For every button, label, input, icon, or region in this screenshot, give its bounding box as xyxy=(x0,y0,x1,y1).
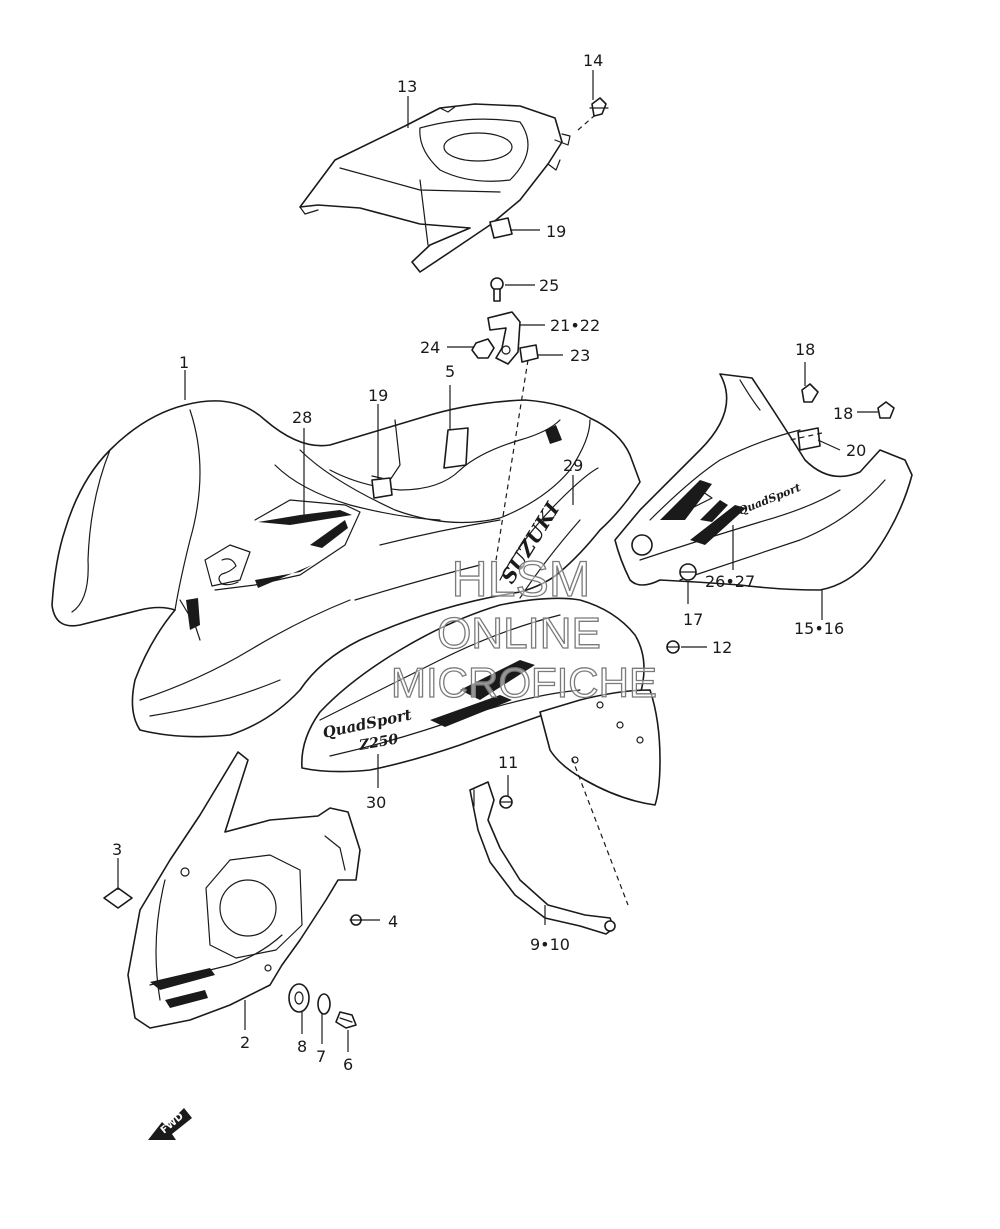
callout-25: 25 xyxy=(539,276,559,295)
callout-17: 17 xyxy=(683,610,703,629)
watermark-line-1: HLSM xyxy=(452,551,591,607)
clip-part xyxy=(589,97,609,117)
callout-2: 2 xyxy=(240,1033,250,1052)
callout-30: 30 xyxy=(366,793,386,812)
callout-26-27: 26•27 xyxy=(705,572,755,591)
watermark-line-3: MICROFICHE xyxy=(391,659,657,706)
callout-19-top: 19 xyxy=(546,222,566,241)
callout-7: 7 xyxy=(316,1047,326,1066)
front-panel: QuadSport Z250 xyxy=(301,597,680,773)
model-sub-decal: Z250 xyxy=(357,731,400,754)
side-panel: QuadSport xyxy=(614,373,913,591)
callout-8: 8 xyxy=(297,1037,307,1056)
callout-28: 28 xyxy=(292,408,312,427)
leader-lines xyxy=(117,70,878,1052)
callout-3: 3 xyxy=(112,840,122,859)
callout-15-16: 15•16 xyxy=(794,619,844,638)
bolt-25 xyxy=(490,277,504,302)
callout-9-10: 9•10 xyxy=(530,935,570,954)
callout-24: 24 xyxy=(420,338,440,357)
callout-5: 5 xyxy=(445,362,455,381)
callout-12: 12 xyxy=(712,638,732,657)
callout-4: 4 xyxy=(388,912,398,931)
watermark: HLSM ONLINE MICROFICHE xyxy=(390,550,657,706)
callout-21-22: 21•22 xyxy=(550,316,600,335)
bracket-assembly xyxy=(471,311,539,365)
assembly-lines xyxy=(495,115,823,906)
forward-arrow-icon: FWD xyxy=(148,1108,192,1140)
mud-guard xyxy=(539,689,661,806)
callout-29: 29 xyxy=(563,456,583,475)
callout-18-top: 18 xyxy=(795,340,815,359)
callout-13: 13 xyxy=(397,77,417,96)
lower-panel xyxy=(103,751,363,1029)
callout-6: 6 xyxy=(343,1055,353,1074)
callout-14: 14 xyxy=(583,51,603,70)
front-fender: SUZUKI xyxy=(51,399,641,738)
callout-11: 11 xyxy=(498,753,518,772)
callout-19-mid: 19 xyxy=(368,386,388,405)
callout-1: 1 xyxy=(179,353,189,372)
watermark-line-2: ONLINE xyxy=(437,609,601,658)
callout-20: 20 xyxy=(846,441,866,460)
callout-23: 23 xyxy=(570,346,590,365)
callout-18-right: 18 xyxy=(833,404,853,423)
stay-bar xyxy=(469,781,616,935)
callout-labels: 1 2 3 4 5 6 7 8 9•10 11 12 13 14 15•16 1… xyxy=(112,51,866,1074)
tank-cover xyxy=(299,103,571,273)
